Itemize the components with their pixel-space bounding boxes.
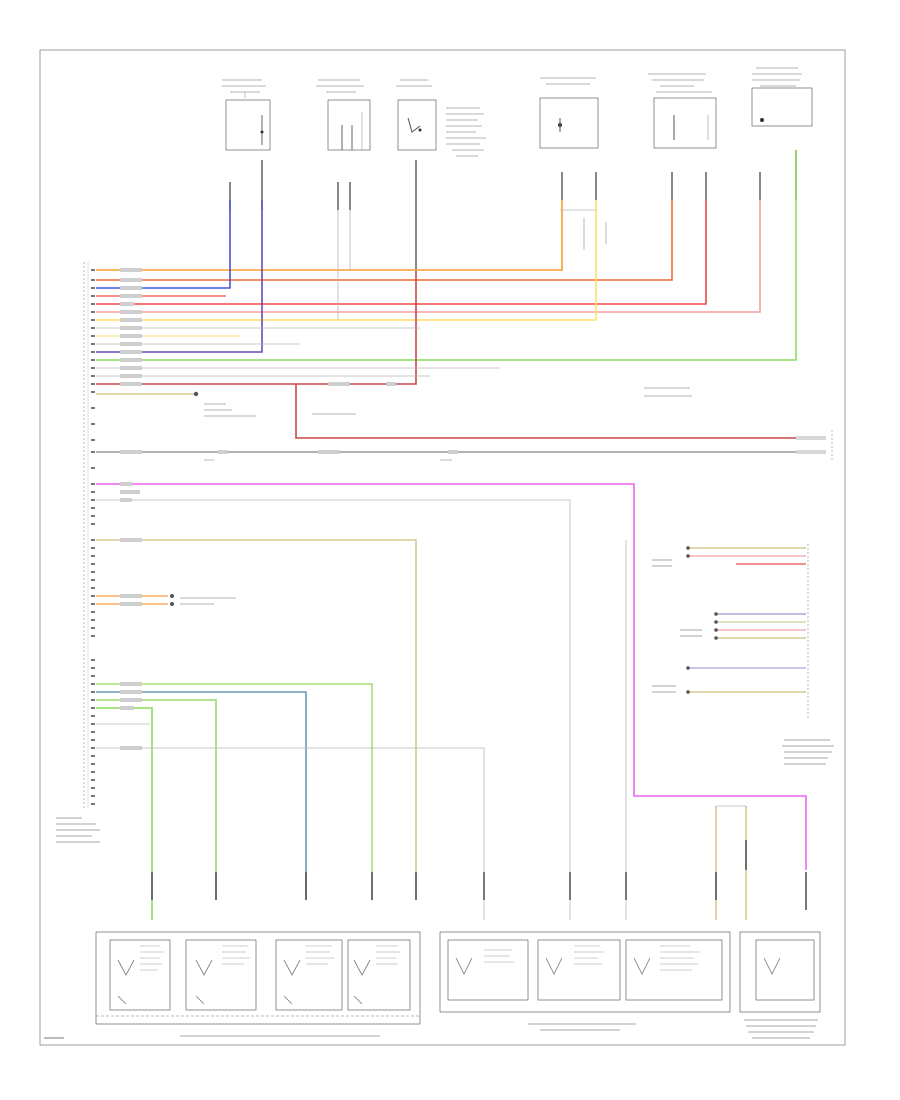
ground-symbols [170, 391, 199, 606]
bottom-group-seat-switch [439, 931, 731, 1031]
left-module-caption [56, 817, 100, 843]
right-module [652, 544, 834, 765]
wire-dark-red-b [295, 384, 826, 439]
wire-light-green [96, 683, 373, 900]
wire-blue [96, 200, 231, 289]
vertical-wires [715, 805, 747, 920]
bottom-connector-stubs [151, 840, 807, 910]
wire-red [96, 200, 707, 305]
small-annotations [180, 218, 692, 605]
wire-green [96, 150, 797, 361]
top-switch-a [225, 92, 271, 151]
wire-salmon [96, 200, 761, 313]
top-switch-b [327, 99, 371, 151]
top-motor-a [539, 97, 599, 149]
top-motor-b [653, 97, 717, 149]
wire-teal-blue [96, 691, 307, 900]
diagram-frame [39, 49, 846, 1046]
bottom-group-heater-switch [739, 931, 821, 1039]
wire-violet [96, 200, 263, 353]
wire-red-orange [96, 200, 673, 281]
thin-routing-wires [96, 209, 627, 920]
wire-dark-red-a [96, 272, 417, 385]
wire-magenta [96, 483, 807, 870]
wire-green-b [96, 699, 217, 900]
top-caption-marks [222, 67, 802, 157]
left-pin-ticks [91, 269, 95, 805]
wire-orange [96, 200, 563, 271]
horizontal-wires [96, 150, 826, 920]
top-motor-c [751, 87, 813, 127]
wire-tan-long [96, 539, 417, 900]
top-connector-stubs [229, 150, 797, 272]
top-switch-c [397, 99, 437, 151]
wire-label-tags [120, 268, 458, 750]
right-top-connector [796, 430, 833, 462]
wire-yellow-a [96, 200, 597, 321]
bottom-group-adjust-switch [95, 931, 421, 1037]
left-connector-column [83, 262, 89, 808]
wire-green-c [96, 707, 153, 920]
